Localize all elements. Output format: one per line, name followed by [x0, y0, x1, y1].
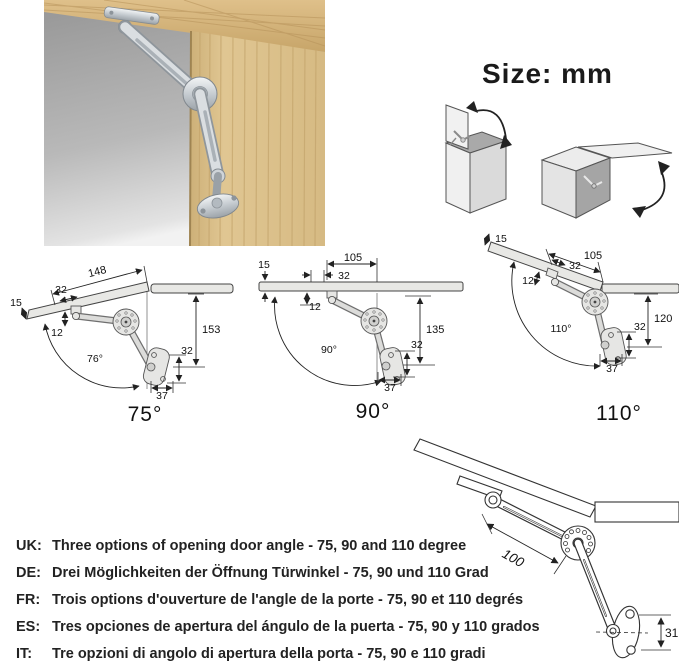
door-panel [258, 281, 464, 292]
dim-thickness: 15 [10, 297, 28, 320]
dim-height: 135 [403, 295, 444, 366]
arc-90: 90° [271, 296, 382, 387]
note-code: IT: [16, 646, 33, 662]
svg-text:12: 12 [309, 301, 321, 313]
dim-inset: 12 [51, 311, 69, 339]
angle-diagram-90: 90° 105 32 15 12 135 [258, 252, 464, 423]
top-panel [601, 283, 679, 294]
svg-text:105: 105 [584, 250, 602, 262]
arc-angle-label: 110° [551, 323, 572, 335]
dim-bracket-w: 37 [599, 354, 623, 375]
product-photo [44, 0, 325, 246]
note-code: ES: [16, 619, 41, 635]
hinge-sketch [449, 130, 471, 146]
note-line-uk: UK: Three options of opening door angle … [16, 533, 576, 560]
svg-text:12: 12 [522, 275, 534, 287]
size-title: Size: mm [482, 58, 613, 89]
dim-thickness: 15 [483, 233, 507, 246]
svg-text:32: 32 [181, 345, 193, 357]
svg-text:15: 15 [495, 233, 507, 245]
dim-thickness: 15 [258, 259, 270, 302]
box-lid-up-diagram [444, 101, 512, 214]
top-panel [150, 283, 234, 294]
dim-width: 148 [50, 264, 148, 306]
arc-angle-label: 76° [87, 353, 103, 365]
svg-text:32: 32 [338, 270, 350, 282]
open-box [444, 104, 508, 214]
hinge-arm [327, 295, 390, 370]
svg-text:37: 37 [384, 382, 396, 394]
detail-drawing: 100 31 [413, 438, 679, 659]
note-text: Drei Möglichkeiten der Öffnung Türwinkel… [52, 565, 489, 581]
note-line-es: ES: Tres opciones de apertura del ángulo… [16, 614, 576, 641]
lower-arm [193, 87, 225, 183]
svg-text:37: 37 [156, 390, 168, 402]
svg-text:37: 37 [606, 363, 618, 375]
door-foot-bracket [196, 172, 240, 219]
arc-110: 110° [509, 261, 601, 370]
end-bracket [379, 347, 406, 386]
door-panel-outline [413, 438, 597, 518]
svg-text:148: 148 [87, 264, 108, 280]
note-code: FR: [16, 592, 41, 608]
svg-text:12: 12 [51, 327, 63, 339]
angle-label-75: 75° [128, 403, 163, 426]
lid-stay-arm [103, 6, 240, 219]
note-text: Trois options d'ouverture de l'angle de … [52, 592, 524, 608]
svg-text:135: 135 [426, 324, 444, 336]
hinge-arm [71, 308, 155, 371]
notes-block: UK: Three options of opening door angle … [16, 533, 576, 664]
dim-bracket-w: 37 [377, 372, 402, 394]
dim-bracket-w: 37 [150, 381, 174, 402]
svg-text:32: 32 [55, 284, 67, 296]
dim-offset: 32 [55, 284, 78, 303]
dim-bracket-height: 31 [639, 614, 679, 651]
svg-text:32: 32 [634, 321, 646, 333]
angle-label-110: 110° [596, 402, 642, 425]
open-box [540, 142, 673, 219]
center-line [595, 631, 649, 634]
angle-diagram-75: 76° 148 32 15 12 153 32 [10, 264, 234, 426]
dim-inset: 12 [522, 271, 541, 287]
dim-inset: 12 [300, 292, 321, 313]
svg-text:32: 32 [569, 260, 581, 272]
box-lid-side-diagram [540, 142, 673, 219]
dim-offset: 32 [551, 259, 581, 272]
angle-diagram-110: 110° 15 105 32 12 120 32 [483, 233, 679, 425]
note-line-de: DE: Drei Möglichkeiten der Öffnung Türwi… [16, 560, 576, 587]
svg-text:120: 120 [654, 313, 672, 325]
svg-text:15: 15 [10, 297, 22, 309]
dim-width: 105 [545, 248, 604, 283]
curved-arrow-icon [632, 161, 670, 218]
dim-height: 120 [627, 293, 672, 348]
curved-arrow-icon [466, 101, 512, 149]
dim-bracket-height-label: 31 [665, 626, 679, 640]
dim-height: 153 [173, 293, 220, 368]
note-line-fr: FR: Trois options d'ouverture de l'angle… [16, 587, 576, 614]
svg-text:32: 32 [411, 339, 423, 351]
ceiling-mounting-plate [103, 6, 160, 25]
svg-text:153: 153 [202, 324, 220, 336]
note-text: Tres opciones de apertura del ángulo de … [52, 619, 540, 635]
note-code: DE: [16, 565, 41, 581]
note-code: UK: [16, 538, 42, 554]
lower-arm-outline [573, 538, 618, 636]
arc-angle-label: 90° [321, 344, 337, 356]
dim-bracket-h: 32 [167, 345, 193, 384]
foot-bracket-outline [595, 605, 649, 659]
angle-label-90: 90° [356, 400, 391, 423]
svg-text:15: 15 [258, 259, 270, 271]
cabinet-panel-outline [594, 501, 679, 523]
note-text: Three options of opening door angle - 75… [52, 538, 467, 554]
arc-76: 76° [42, 323, 140, 391]
dim-offset: 32 [302, 270, 350, 282]
note-text: Tre opzioni di angolo di apertura della … [52, 646, 486, 662]
svg-text:105: 105 [344, 252, 362, 264]
note-line-it: IT: Tre opzioni di angolo di apertura de… [16, 641, 576, 664]
dim-width: 105 [326, 252, 378, 282]
end-bracket [142, 347, 170, 386]
hinge-sketch [583, 175, 603, 189]
